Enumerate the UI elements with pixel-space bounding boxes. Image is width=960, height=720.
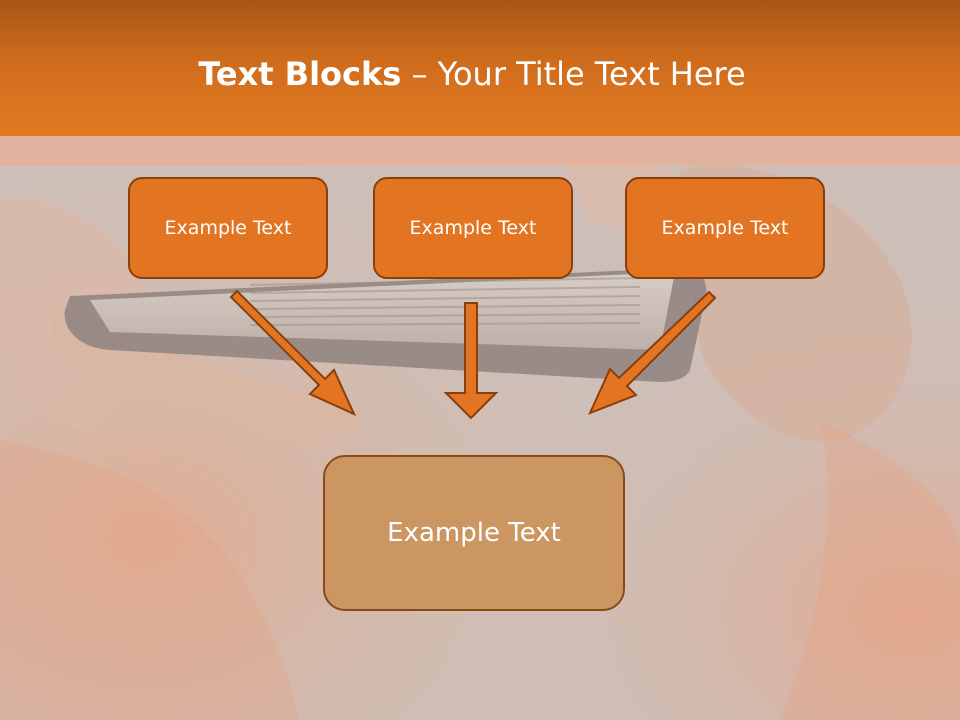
text-block-3[interactable]: Example Text [625, 177, 825, 279]
arrow-right [588, 290, 717, 415]
text-block-1[interactable]: Example Text [128, 177, 328, 279]
slide-title: Text Blocks – Your Title Text Here [0, 52, 944, 96]
result-text-block[interactable]: Example Text [323, 455, 625, 611]
title-accent-strip [0, 136, 960, 166]
text-block-2[interactable]: Example Text [373, 177, 573, 279]
arrow-center [443, 302, 499, 420]
title-bold-part: Text Blocks [198, 55, 402, 93]
arrow-left [229, 289, 357, 417]
title-dash: – [401, 55, 438, 93]
title-bar [0, 0, 960, 136]
title-rest-part: Your Title Text Here [437, 55, 746, 93]
